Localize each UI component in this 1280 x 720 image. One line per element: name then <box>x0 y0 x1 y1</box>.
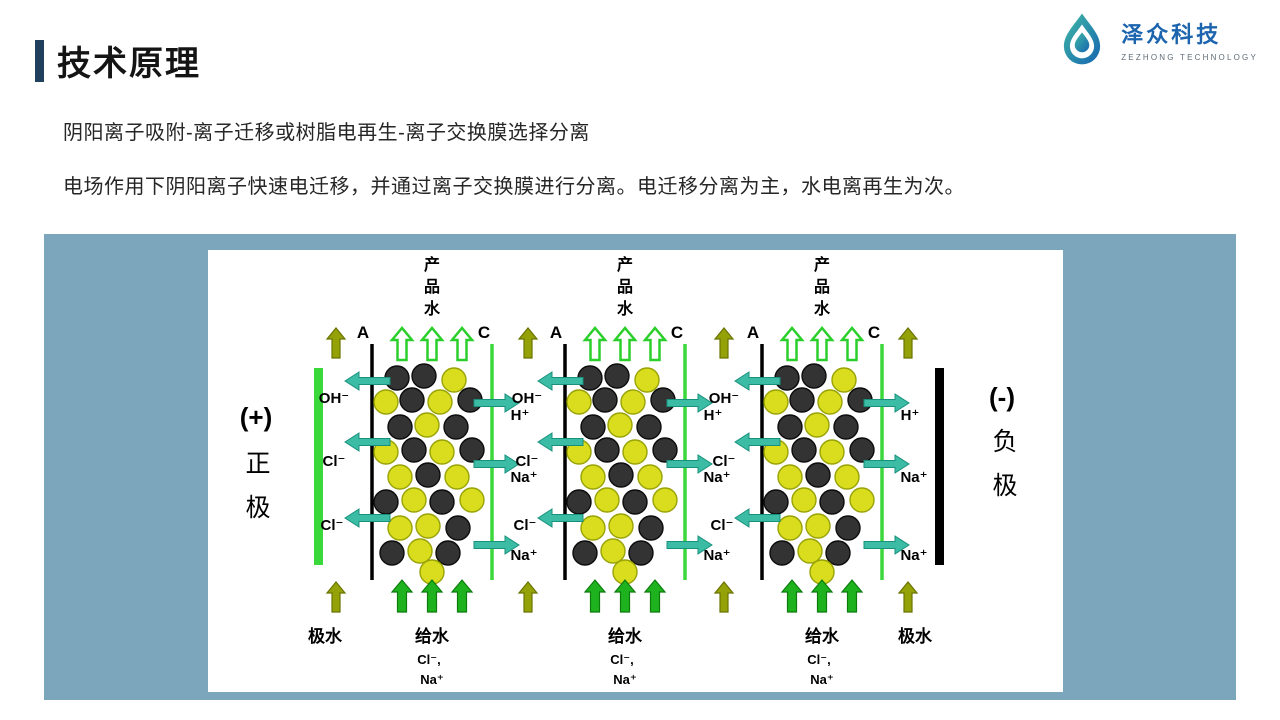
product-water-char: 产 <box>424 255 440 274</box>
feed-ion-label: Na⁺ <box>420 672 443 687</box>
anion-membrane-label: A <box>550 323 562 342</box>
cation-membrane-label: C <box>868 323 880 342</box>
electrode-water-arrow <box>714 327 734 359</box>
ion-label-na: Na⁺ <box>900 469 927 486</box>
product-water-char: 水 <box>424 299 441 318</box>
cathode-label-char: 极 <box>992 472 1017 500</box>
electrode-water-arrow <box>898 327 918 359</box>
ion-label-na: Na⁺ <box>510 547 537 564</box>
edi-cell-1: 产 品 水 A C OH⁻ Cl⁻ Cl⁻ H⁺ Na⁺ Na⁺ 给水 Cl⁻,… <box>319 255 538 687</box>
electrode-water-arrow <box>518 581 538 613</box>
edi-diagram: (+) 正 极 (-) 负 极 极水 极水 <box>240 255 1018 687</box>
feed-water-label: 给水 <box>805 626 840 646</box>
company-logo: 泽众科技 ZEZHONG TECHNOLOGY <box>1053 10 1258 68</box>
ion-label-na: Na⁺ <box>510 469 537 486</box>
cell-shapes <box>735 328 909 612</box>
cation-membrane-label: C <box>478 323 490 342</box>
ion-label-oh: OH⁻ <box>709 390 739 407</box>
ion-label-cl: Cl⁻ <box>323 453 346 470</box>
electrode-water-label: 极水 <box>898 626 933 646</box>
ion-label-oh: OH⁻ <box>319 390 349 407</box>
anion-membrane-label: A <box>747 323 759 342</box>
title-block: 技术原理 <box>35 36 201 85</box>
ion-label-na: Na⁺ <box>703 547 730 564</box>
anode-sign: (+) <box>240 402 273 432</box>
electrode-water-arrow <box>326 327 346 359</box>
anode-label-char: 正 <box>245 450 270 478</box>
cathode-sign: (-) <box>989 382 1015 412</box>
feed-ion-label: Cl⁻, <box>417 652 440 667</box>
product-water-char: 产 <box>814 255 830 274</box>
cell-shapes <box>345 328 519 612</box>
ion-label-cl: Cl⁻ <box>713 453 736 470</box>
product-water-char: 品 <box>617 278 633 296</box>
anode-bar <box>314 368 323 565</box>
ion-label-oh: OH⁻ <box>512 390 542 407</box>
ion-label-na: Na⁺ <box>900 547 927 564</box>
feed-ion-label: Na⁺ <box>613 672 636 687</box>
electrode-water-arrow <box>326 581 346 613</box>
ion-label-cl: Cl⁻ <box>321 517 344 534</box>
edi-cell-2: 产 品 水 A C OH⁻ Cl⁻ Cl⁻ H⁺ Na⁺ Na⁺ 给水 Cl⁻,… <box>512 255 731 687</box>
subtitle-line-1: 阴阳离子吸附-离子迁移或树脂电再生-离子交换膜选择分离 <box>63 122 590 144</box>
cation-membrane-label: C <box>671 323 683 342</box>
feed-ion-label: Cl⁻, <box>807 652 830 667</box>
ion-label-cl: Cl⁻ <box>516 453 539 470</box>
ion-label-cl: Cl⁻ <box>711 517 734 534</box>
product-water-char: 水 <box>617 299 634 318</box>
product-water-char: 品 <box>424 278 440 296</box>
edi-diagram-canvas: (+) 正 极 (-) 负 极 极水 极水 <box>208 250 1063 692</box>
page-title: 技术原理 <box>57 45 201 83</box>
cathode-label-char: 负 <box>992 428 1017 456</box>
edi-cell-3: 产 品 水 A C OH⁻ Cl⁻ Cl⁻ H⁺ Na⁺ Na⁺ 给水 Cl⁻,… <box>709 255 928 687</box>
feed-ion-label: Cl⁻, <box>610 652 633 667</box>
subtitle-line-2: 电场作用下阴阳离子快速电迁移，并通过离子交换膜进行分离。电迁移分离为主，水电离再… <box>63 176 965 198</box>
ion-label-na: Na⁺ <box>703 469 730 486</box>
ion-label-cl: Cl⁻ <box>514 517 537 534</box>
feed-water-label: 给水 <box>415 626 450 646</box>
ion-label-h: H⁺ <box>511 407 530 424</box>
electrode-water-arrow <box>518 327 538 359</box>
logo-text: 泽众科技 ZEZHONG TECHNOLOGY <box>1121 17 1258 62</box>
cathode-bar <box>935 368 944 565</box>
logo-subtitle: ZEZHONG TECHNOLOGY <box>1121 52 1258 62</box>
feed-water-label: 给水 <box>608 626 643 646</box>
cell-shapes <box>538 328 712 612</box>
anode-label-char: 极 <box>245 494 270 522</box>
anion-membrane-label: A <box>357 323 369 342</box>
product-water-char: 水 <box>814 299 831 318</box>
feed-ion-label: Na⁺ <box>810 672 833 687</box>
ion-label-h: H⁺ <box>704 407 723 424</box>
product-water-char: 产 <box>617 255 633 274</box>
diagram-panel: (+) 正 极 (-) 负 极 极水 极水 <box>44 234 1236 700</box>
water-drop-logo-icon <box>1064 13 1101 65</box>
title-accent-bar <box>35 39 44 82</box>
electrode-water-label: 极水 <box>308 626 343 646</box>
product-water-char: 品 <box>814 278 830 296</box>
electrode-water-arrow <box>714 581 734 613</box>
logo-name: 泽众科技 <box>1121 21 1222 47</box>
electrode-water-arrow <box>898 581 918 613</box>
ion-label-h: H⁺ <box>901 407 920 424</box>
